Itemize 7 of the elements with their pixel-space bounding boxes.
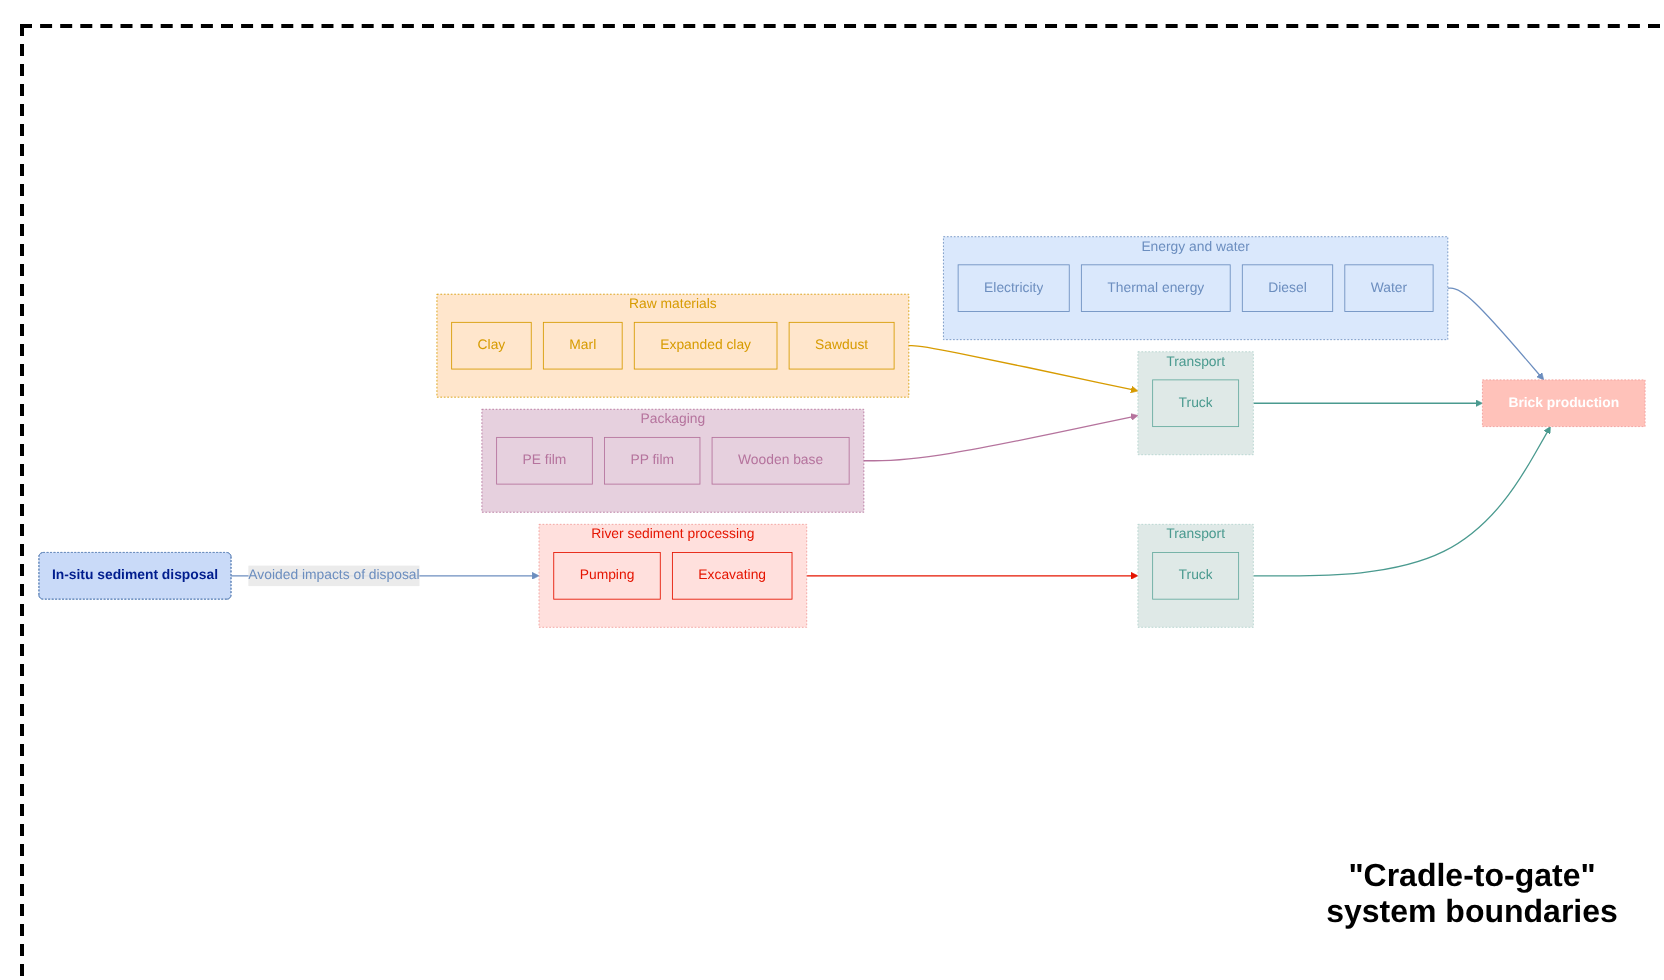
arrow — [863, 413, 1139, 462]
arrow — [1252, 426, 1551, 577]
boundary-note: "Cradle-to-gate" system boundaries — [1324, 860, 1620, 932]
arrow — [1447, 287, 1545, 381]
arrow — [908, 345, 1139, 394]
arrow — [1252, 399, 1483, 408]
arrow — [806, 572, 1139, 580]
